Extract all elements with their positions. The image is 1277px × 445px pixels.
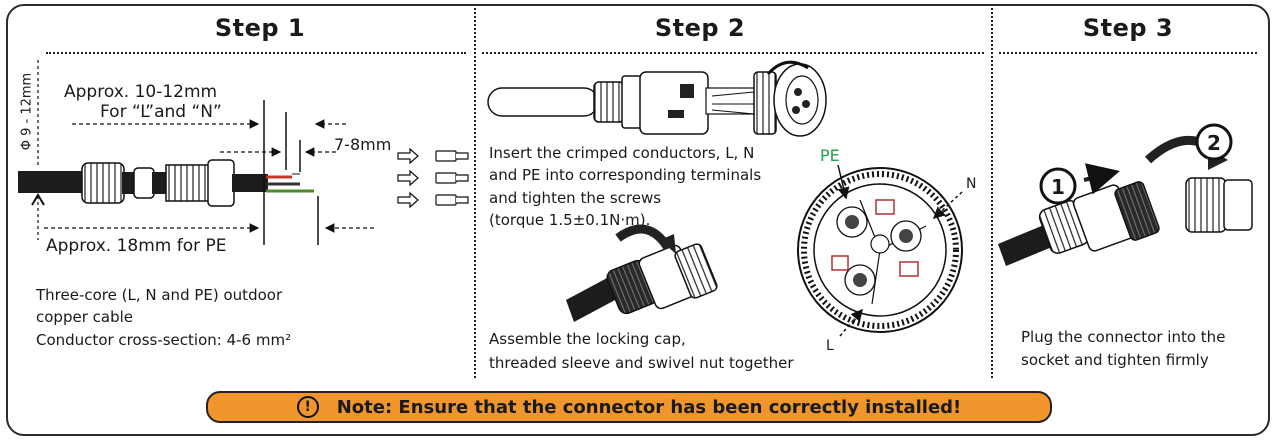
cable-stripping-illustration <box>18 60 469 245</box>
cable-description-line-3: Conductor cross-section: 4-6 mm² <box>36 331 292 349</box>
step-3-title: Step 3 <box>1082 14 1174 42</box>
insert-instruction-line-1: Insert the crimped conductors, L, N <box>489 144 755 162</box>
header-divider-1 <box>46 52 466 54</box>
crimp-length-label: 7-8mm <box>334 135 392 154</box>
strip-length-label: Approx. 10-12mm <box>64 82 218 102</box>
plug-and-socket-illustration <box>998 123 1253 266</box>
diameter-label: Φ 9 - 12mm <box>19 72 35 151</box>
n-terminal-label: N <box>966 176 977 192</box>
pe-terminal-label: PE <box>820 146 840 165</box>
assemble-instruction-line-2: threaded sleeve and swivel nut together <box>489 354 794 372</box>
cable-description-line-2: copper cable <box>36 308 133 326</box>
insert-instruction-line-3: and tighten the screws <box>489 189 662 207</box>
l-terminal-label: L <box>826 338 834 354</box>
installation-note-banner: ! Note: Ensure that the connector has be… <box>206 391 1052 423</box>
plug-instruction-line-2: socket and tighten firmly <box>1021 351 1209 369</box>
column-divider-2 <box>991 8 993 378</box>
insert-instruction-line-2: and PE into corresponding terminals <box>489 166 762 184</box>
step-1-title: Step 1 <box>214 14 306 42</box>
strip-for-label: For “L”and “N” <box>100 102 222 122</box>
header-divider-2 <box>482 52 984 54</box>
step-2-title: Step 2 <box>654 14 746 42</box>
step-badge-1: 1 <box>1051 175 1065 199</box>
pe-length-label: Approx. 18mm for PE <box>46 236 227 256</box>
cable-description-line-1: Three-core (L, N and PE) outdoor <box>36 286 283 304</box>
assemble-instruction-line-1: Assemble the locking cap, <box>489 330 686 348</box>
insert-instruction-line-4: (torque 1.5±0.1N·m). <box>489 211 651 229</box>
header-divider-3 <box>999 52 1257 54</box>
terminal-face-illustration <box>797 164 963 337</box>
diagram-frame <box>6 4 1270 436</box>
column-divider-1 <box>474 8 476 378</box>
exclamation-circle-icon: ! <box>296 396 319 418</box>
locking-cap-illustration <box>566 224 718 322</box>
connector-assembly-exploded-illustration <box>487 60 827 137</box>
step-badge-2: 2 <box>1207 131 1221 155</box>
plug-instruction-line-1: Plug the connector into the <box>1021 328 1226 346</box>
installation-note-text: Note: Ensure that the connector has been… <box>336 396 962 418</box>
